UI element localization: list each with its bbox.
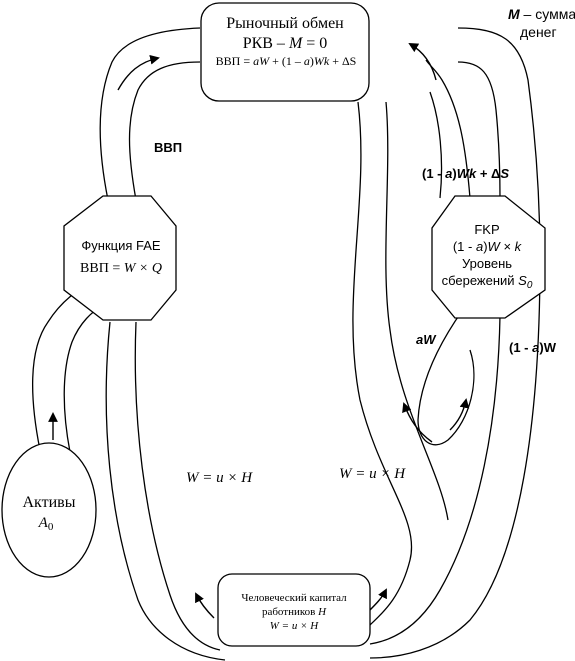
arrow-wage-right xyxy=(367,588,387,613)
arrow-gdp-to-market xyxy=(117,54,160,91)
flow-fkp-loop-outer xyxy=(417,299,475,446)
human-capital-workers: работников H xyxy=(262,606,327,618)
human-capital-box xyxy=(217,573,371,647)
flow-label-aw: aW xyxy=(416,332,437,347)
flow-fkp-loop-top-inner xyxy=(429,91,443,199)
flow-label-one-minus-aw: (1 - a)W xyxy=(509,340,557,355)
assets-symbol: A0 xyxy=(38,515,54,533)
market-gdp-formula: ВВП = aW + (1 – a)Wk + ΔS xyxy=(216,54,357,68)
flow-label-wage-right: W = u × H xyxy=(339,466,406,482)
flow-fae-to-market-inner xyxy=(128,61,201,201)
flow-market-right-inner xyxy=(457,61,501,199)
flow-fae-to-human-outer xyxy=(134,321,221,651)
human-capital-formula: W = u × H xyxy=(270,620,320,632)
arrow-fkp-loop-left xyxy=(402,402,433,443)
fkp-savings: сбережений S0 xyxy=(442,273,533,291)
gdp-label: ВВП xyxy=(154,140,182,155)
arrow-fkp-loop-right xyxy=(449,398,470,431)
flow-assets-inner xyxy=(63,303,105,453)
fkp-octagon xyxy=(431,195,546,319)
money-label-line2: денег xyxy=(520,24,557,40)
flow-fae-to-market-outer xyxy=(99,27,201,201)
flow-label-wage-left: W = u × H xyxy=(186,470,253,486)
market-exchange-box xyxy=(200,2,370,102)
market-title: Рыночный обмен xyxy=(226,15,344,32)
assets-ellipse xyxy=(1,442,97,578)
assets-title: Активы xyxy=(23,494,76,511)
human-capital-title: Человеческий капитал xyxy=(241,592,347,604)
fkp-level: Уровень xyxy=(462,256,512,271)
flow-middle-inner xyxy=(385,101,449,521)
fkp-formula: (1 - a)W × k xyxy=(453,239,523,254)
flow-assets-outer xyxy=(32,281,93,451)
fae-formula: ВВП = W × Q xyxy=(80,261,162,276)
fae-octagon xyxy=(63,195,177,321)
arrow-fkp-to-market xyxy=(408,43,437,81)
flow-label-savings: (1 - a)Wk + ΔS xyxy=(422,166,509,181)
money-label-line1: M – сумма xyxy=(508,6,575,22)
arrow-wage-left xyxy=(195,592,215,619)
flow-fae-to-human-inner xyxy=(105,321,226,661)
fae-title: Функция FAE xyxy=(81,238,161,253)
market-balance: РКВ – M = 0 xyxy=(243,35,328,52)
flow-middle-outer xyxy=(352,101,413,626)
flow-fkp-to-human-outer xyxy=(369,315,501,645)
flow-market-right-outer xyxy=(369,27,541,659)
fkp-title: FKP xyxy=(474,222,499,237)
